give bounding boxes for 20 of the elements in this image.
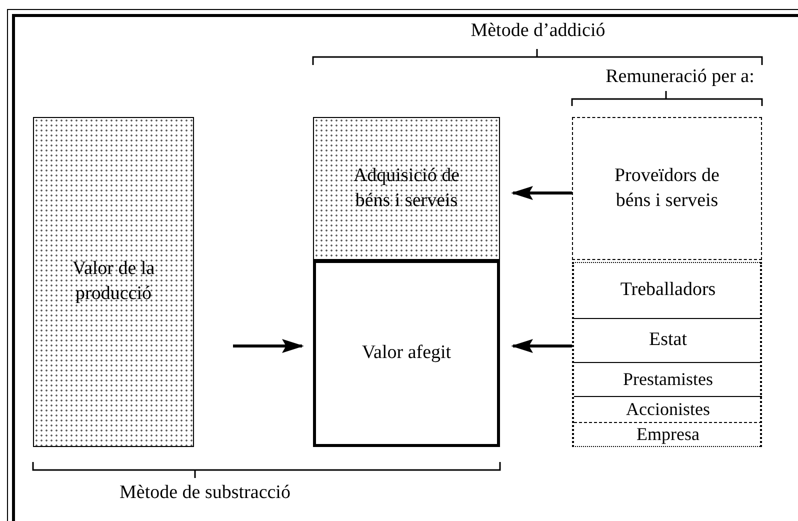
method-label: Mètode de substracció — [118, 482, 292, 505]
method-label: Remuneració per a: — [604, 66, 756, 89]
suppliers-box — [572, 117, 762, 260]
arrow — [511, 186, 572, 200]
node-text: Accionistes — [626, 398, 710, 421]
node-text: Valor de la producció — [71, 257, 156, 306]
method-label: Mètode d’addició — [470, 20, 606, 43]
node-text: Proveïdors de béns i serveis — [613, 164, 720, 212]
value-added-box — [313, 260, 500, 447]
arrow — [511, 339, 572, 353]
output-value-box — [33, 117, 194, 447]
node-text: Treballadors — [620, 278, 716, 302]
purchases-box — [313, 117, 500, 260]
node-text: Empresa — [636, 422, 700, 446]
arrow — [233, 339, 304, 353]
stack-box — [572, 262, 762, 447]
node-text: Valor afegit — [362, 341, 452, 366]
node-text: Estat — [649, 328, 687, 352]
node-text: Adquisició de béns i serveis — [352, 164, 461, 212]
node-text: Prestamistes — [623, 368, 713, 391]
